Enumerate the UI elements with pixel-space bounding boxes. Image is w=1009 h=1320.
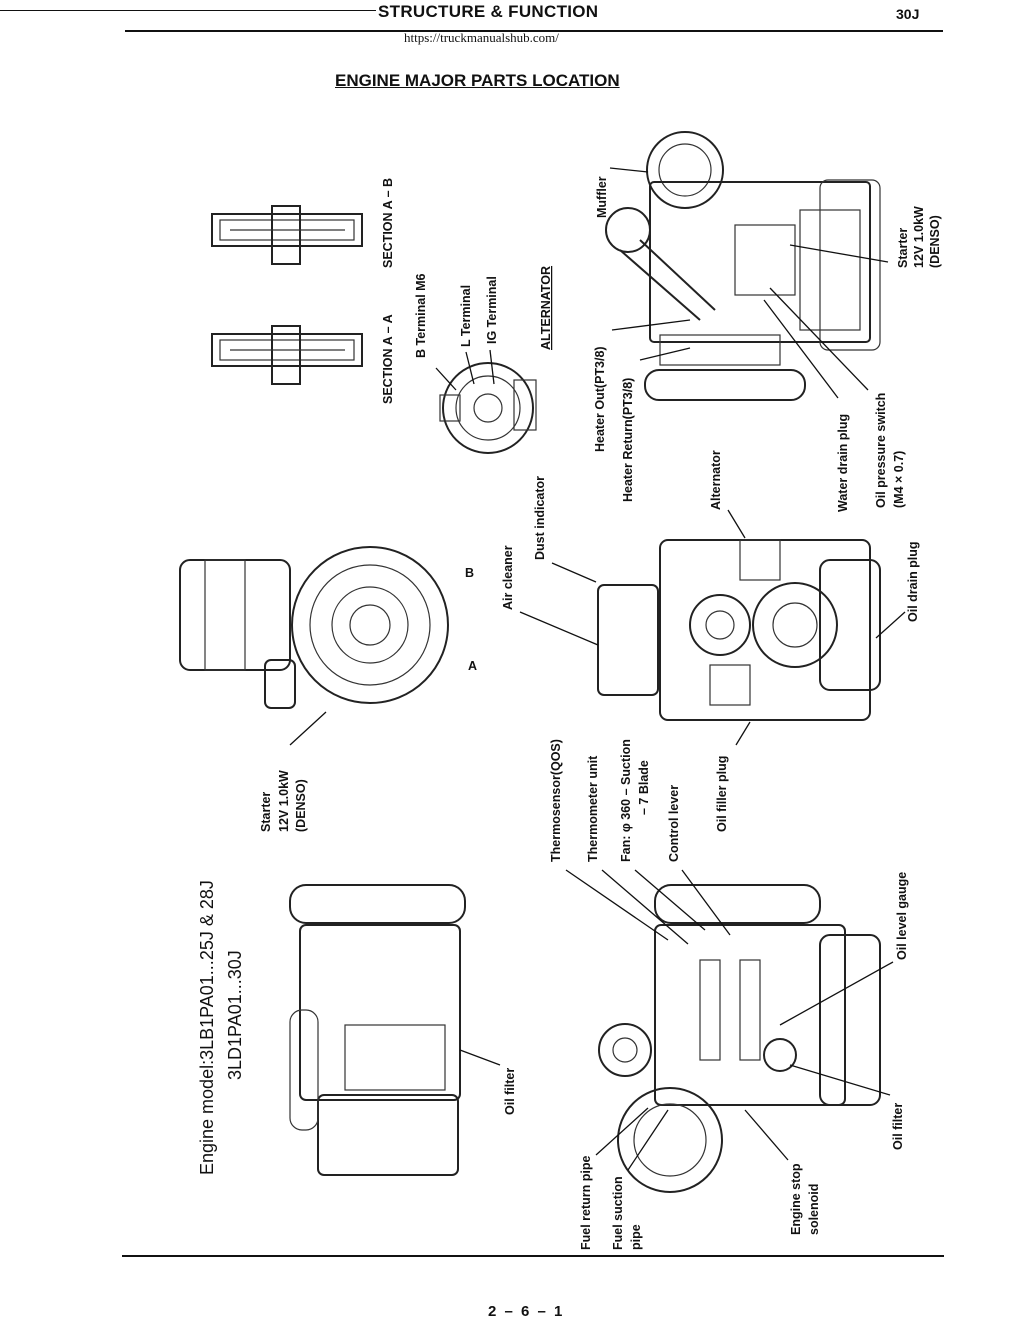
ig-terminal-label: IG Terminal xyxy=(485,276,499,344)
engine-stop-solenoid-line1: Engine stop xyxy=(789,1163,803,1235)
model-code: 30J xyxy=(896,6,920,22)
starter-left-line1: Starter xyxy=(259,792,273,832)
muffler-label: Muffler xyxy=(595,176,609,218)
control-lever-label: Control lever xyxy=(667,785,681,862)
oil-pressure-switch-line1: Oil pressure switch xyxy=(874,393,888,508)
starter-right-line1: Starter xyxy=(896,228,910,268)
alternator-drawing xyxy=(435,349,537,454)
oil-filter-left-label: Oil filter xyxy=(503,1068,517,1115)
section-aa-label: SECTION A – A xyxy=(381,314,395,404)
engine-top-view xyxy=(598,884,881,1193)
engine-side-view-right xyxy=(605,131,881,401)
water-drain-plug-label: Water drain plug xyxy=(836,414,850,512)
engine-model-line2: 3LD1PA01...30J xyxy=(225,950,245,1080)
section-a-marker: A xyxy=(468,659,477,673)
thermosensor-label: Thermosensor(QOS) xyxy=(549,739,563,862)
l-terminal-label: L Terminal xyxy=(459,285,473,347)
oil-drain-plug-label: Oil drain plug xyxy=(906,541,920,622)
starter-left-line3: (DENSO) xyxy=(294,779,308,832)
section-ab-label: SECTION A – B xyxy=(381,178,395,268)
section-b-marker: B xyxy=(465,566,474,580)
fuel-suction-pipe-line2: pipe xyxy=(629,1224,643,1250)
oil-filler-plug-label: Oil filler plug xyxy=(715,756,729,832)
engine-front-view xyxy=(597,539,881,721)
heater-return-label: Heater Return(PT3/8) xyxy=(621,378,635,502)
air-cleaner-label: Air cleaner xyxy=(501,545,515,610)
section-title: STRUCTURE & FUNCTION xyxy=(378,2,599,21)
alternator-title: ALTERNATOR xyxy=(539,266,553,350)
page-number: 2 – 6 – 1 xyxy=(488,1303,565,1320)
fuel-suction-pipe-line1: Fuel suction xyxy=(611,1176,625,1250)
engine-side-view-left xyxy=(289,884,466,1176)
header-rule xyxy=(125,30,943,32)
alternator-label: Alternator xyxy=(709,450,723,510)
starter-left-line2: 12V 1.0kW xyxy=(277,770,291,832)
oil-level-gauge-label: Oil level gauge xyxy=(895,872,909,960)
alternator-section-aa-drawing xyxy=(211,205,363,265)
engine-stop-solenoid-line2: solenoid xyxy=(807,1184,821,1235)
dust-indicator-label: Dust indicator xyxy=(533,476,547,560)
b-terminal-label: B Terminal M6 xyxy=(414,273,428,358)
page-title: ENGINE MAJOR PARTS LOCATION xyxy=(335,71,620,90)
footer-rule xyxy=(122,1255,944,1257)
heater-out-label: Heater Out(PT3/8) xyxy=(593,346,607,452)
header-rule-top xyxy=(0,10,376,11)
fan-spec-line2: – 7 Blade xyxy=(637,760,651,815)
thermometer-unit-label: Thermometer unit xyxy=(586,755,600,862)
oil-filter-right-label: Oil filter xyxy=(891,1103,905,1150)
engine-model-line1: Engine model:3LB1PA01...25J & 28J xyxy=(197,880,217,1175)
engine-rear-view xyxy=(179,546,449,709)
starter-right-line2: 12V 1.0kW xyxy=(912,206,926,268)
fan-spec-line1: Fan: φ 360 – Suction xyxy=(619,739,633,862)
fuel-return-pipe-label: Fuel return pipe xyxy=(579,1156,593,1251)
source-url[interactable]: https://truckmanualshub.com/ xyxy=(404,30,559,45)
oil-pressure-switch-line2: (M4 × 0.7) xyxy=(892,451,906,508)
starter-right-line3: (DENSO) xyxy=(928,215,942,268)
alternator-section-ab-drawing xyxy=(211,325,363,385)
